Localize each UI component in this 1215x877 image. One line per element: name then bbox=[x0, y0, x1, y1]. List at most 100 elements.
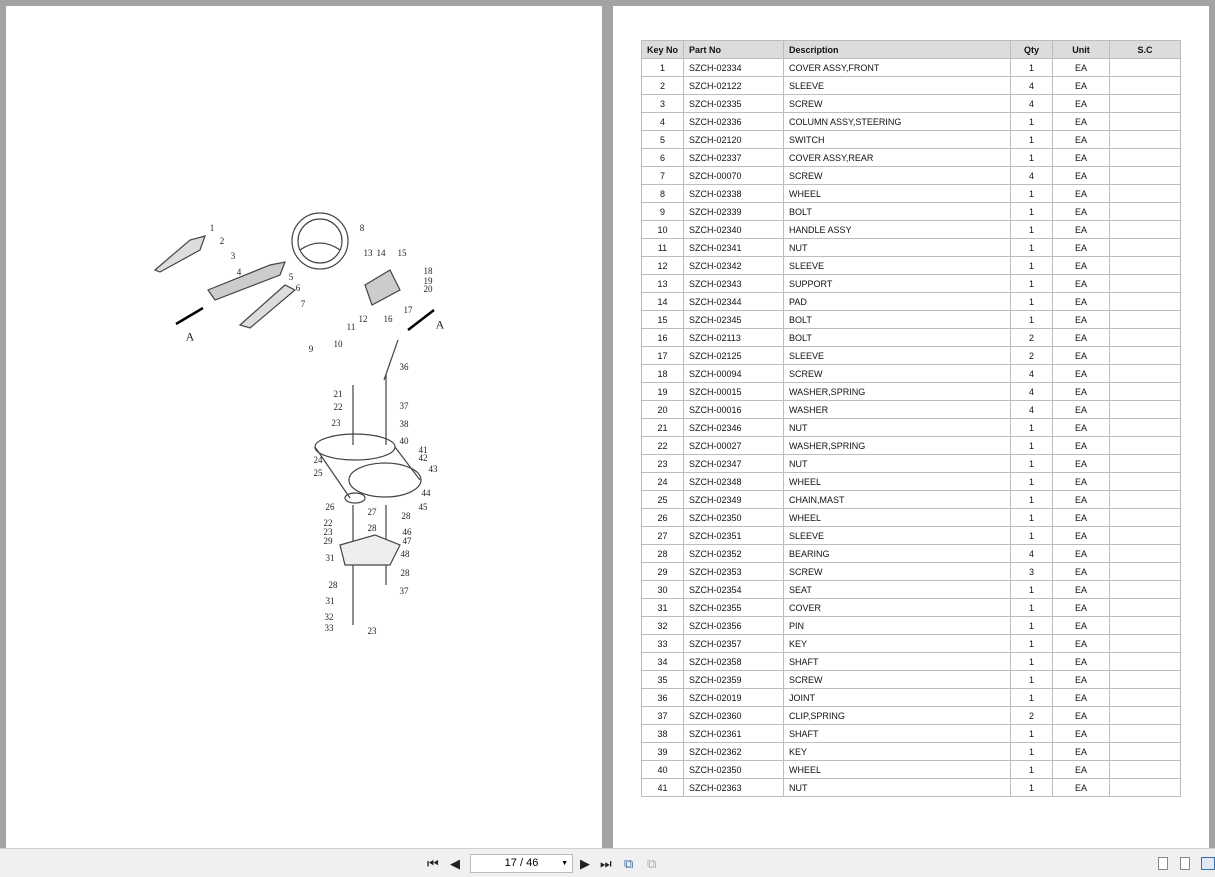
cell-qty: 1 bbox=[1010, 526, 1054, 545]
cell-description: SHAFT bbox=[783, 724, 1012, 743]
cell-part-no: SZCH-02348 bbox=[683, 472, 785, 491]
cell-qty: 1 bbox=[1010, 490, 1054, 509]
callout-number: 3 bbox=[230, 251, 236, 261]
cell-description: BOLT bbox=[783, 310, 1012, 329]
cell-sc bbox=[1109, 670, 1182, 689]
cell-sc bbox=[1109, 130, 1182, 149]
callout-number: 23 bbox=[367, 626, 377, 636]
cell-unit: EA bbox=[1052, 742, 1111, 761]
cell-part-no: SZCH-02363 bbox=[683, 778, 785, 797]
cell-part-no: SZCH-02335 bbox=[683, 94, 785, 113]
first-page-icon[interactable]: ⏮ bbox=[427, 856, 439, 871]
cell-qty: 4 bbox=[1010, 364, 1054, 383]
cell-unit: EA bbox=[1052, 670, 1111, 689]
cell-sc bbox=[1109, 508, 1182, 527]
col-part-no: Part No bbox=[683, 40, 785, 59]
cell-part-no: SZCH-02113 bbox=[683, 328, 785, 347]
cell-sc bbox=[1109, 652, 1182, 671]
col-unit: Unit bbox=[1052, 40, 1111, 59]
cell-part-no: SZCH-02351 bbox=[683, 526, 785, 545]
callout-number: 2 bbox=[219, 236, 225, 246]
cell-qty: 1 bbox=[1010, 436, 1054, 455]
pdf-viewer-toolbar: ⏮ ◀ 17 / 46 ▼ ▶ ⏭ ⧉ ⧉ bbox=[0, 848, 1215, 877]
cell-description: CLIP,SPRING bbox=[783, 706, 1012, 725]
extract-page-icon[interactable]: ⧉ bbox=[624, 856, 634, 871]
cell-description: WHEEL bbox=[783, 508, 1012, 527]
cell-sc bbox=[1109, 292, 1182, 311]
cell-key-no: 10 bbox=[640, 220, 685, 239]
cell-key-no: 1 bbox=[640, 58, 685, 77]
callout-number: 33 bbox=[324, 623, 334, 633]
cell-description: SLEEVE bbox=[783, 76, 1012, 95]
insert-page-icon[interactable]: ⧉ bbox=[647, 856, 657, 871]
page-number-select[interactable]: 17 / 46 ▼ bbox=[470, 854, 573, 873]
continuous-view-icon[interactable] bbox=[1180, 857, 1190, 870]
cell-sc bbox=[1109, 688, 1182, 707]
cell-qty: 1 bbox=[1010, 148, 1054, 167]
callout-number: 31 bbox=[325, 596, 335, 606]
previous-page-icon[interactable]: ◀ bbox=[450, 856, 460, 871]
cell-qty: 1 bbox=[1010, 202, 1054, 221]
cell-unit: EA bbox=[1052, 778, 1111, 797]
cell-key-no: 17 bbox=[640, 346, 685, 365]
cell-qty: 1 bbox=[1010, 238, 1054, 257]
cell-part-no: SZCH-02358 bbox=[683, 652, 785, 671]
cell-qty: 1 bbox=[1010, 580, 1054, 599]
cell-unit: EA bbox=[1052, 382, 1111, 401]
cell-unit: EA bbox=[1052, 634, 1111, 653]
cell-sc bbox=[1109, 472, 1182, 491]
col-description: Description bbox=[783, 40, 1012, 59]
cell-key-no: 12 bbox=[640, 256, 685, 275]
cell-sc bbox=[1109, 760, 1182, 779]
cell-part-no: SZCH-00070 bbox=[683, 166, 785, 185]
cell-qty: 1 bbox=[1010, 598, 1054, 617]
cell-description: NUT bbox=[783, 778, 1012, 797]
col-key-no: Key No bbox=[640, 40, 685, 59]
cell-unit: EA bbox=[1052, 400, 1111, 419]
cell-key-no: 23 bbox=[640, 454, 685, 473]
cell-key-no: 19 bbox=[640, 382, 685, 401]
chevron-down-icon: ▼ bbox=[561, 860, 568, 867]
callout-number: 5 bbox=[288, 272, 294, 282]
cell-sc bbox=[1109, 616, 1182, 635]
cell-qty: 1 bbox=[1010, 616, 1054, 635]
cell-unit: EA bbox=[1052, 544, 1111, 563]
cell-unit: EA bbox=[1052, 76, 1111, 95]
cell-part-no: SZCH-02361 bbox=[683, 724, 785, 743]
cell-unit: EA bbox=[1052, 688, 1111, 707]
next-page-icon[interactable]: ▶ bbox=[580, 856, 590, 871]
cell-part-no: SZCH-02334 bbox=[683, 58, 785, 77]
left-page-diagram bbox=[6, 6, 602, 848]
cell-sc bbox=[1109, 148, 1182, 167]
cell-unit: EA bbox=[1052, 94, 1111, 113]
cell-sc bbox=[1109, 202, 1182, 221]
callout-number: 9 bbox=[308, 344, 314, 354]
callout-number: 13 bbox=[363, 248, 373, 258]
single-page-view-icon[interactable] bbox=[1158, 857, 1168, 870]
cell-part-no: SZCH-02356 bbox=[683, 616, 785, 635]
cell-description: NUT bbox=[783, 454, 1012, 473]
cell-key-no: 37 bbox=[640, 706, 685, 725]
cell-sc bbox=[1109, 706, 1182, 725]
cell-key-no: 6 bbox=[640, 148, 685, 167]
cell-key-no: 32 bbox=[640, 616, 685, 635]
cell-part-no: SZCH-02340 bbox=[683, 220, 785, 239]
last-page-icon[interactable]: ⏭ bbox=[600, 856, 612, 871]
two-page-view-icon[interactable] bbox=[1201, 857, 1215, 870]
cell-unit: EA bbox=[1052, 436, 1111, 455]
cell-part-no: SZCH-02122 bbox=[683, 76, 785, 95]
cell-part-no: SZCH-02019 bbox=[683, 688, 785, 707]
cell-part-no: SZCH-00016 bbox=[683, 400, 785, 419]
cell-description: WHEEL bbox=[783, 184, 1012, 203]
